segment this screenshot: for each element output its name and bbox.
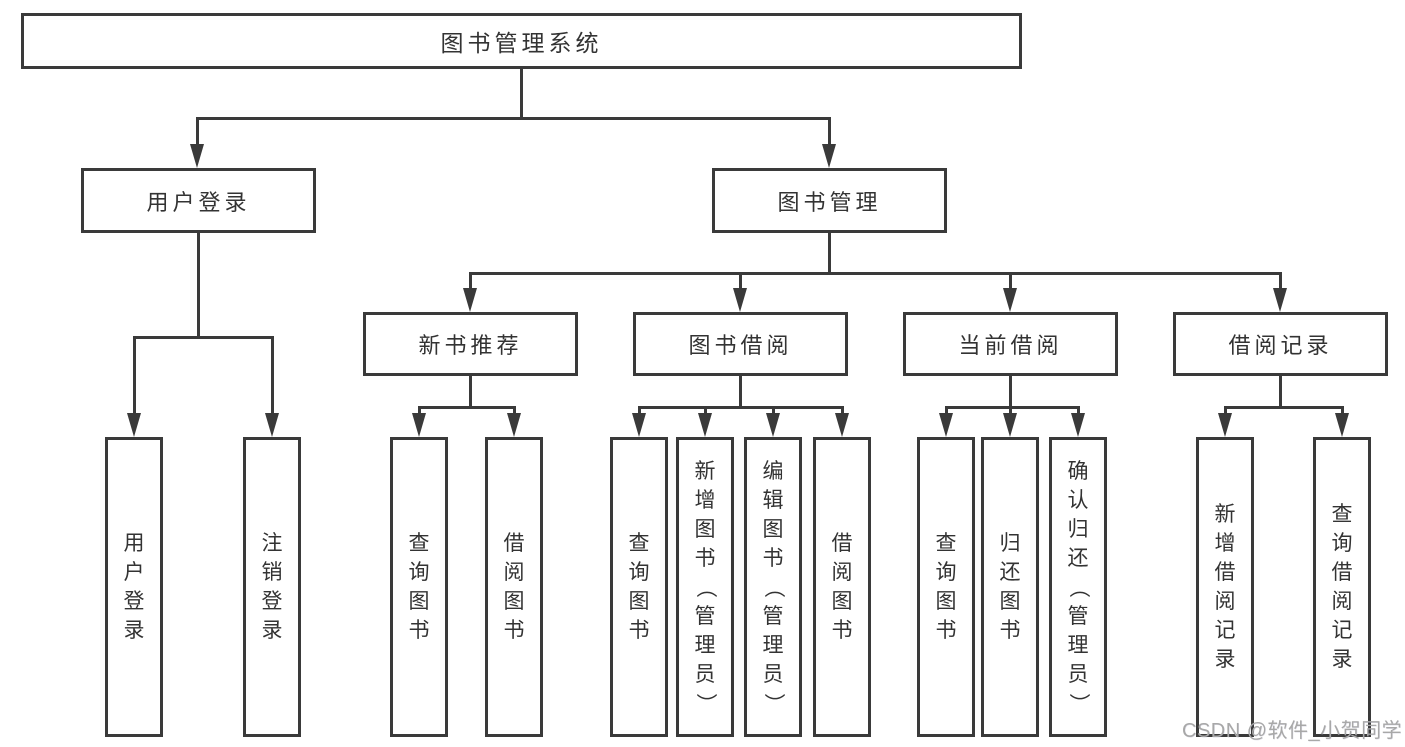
connector-arrowhead-icon: [1335, 413, 1349, 437]
connector-line: [132, 336, 136, 414]
leaf-borrow-borrow-books-label: 借阅图书: [831, 532, 853, 642]
connector-arrowhead-icon: [939, 413, 953, 437]
connector-arrowhead-icon: [412, 413, 426, 437]
connector-arrowhead-icon: [698, 413, 712, 437]
connector-line: [417, 406, 421, 415]
leaf-recommend-borrow-books: 借阅图书: [485, 437, 543, 737]
connector-line: [944, 406, 948, 415]
connector-line: [417, 406, 516, 409]
leaf-borrow-borrow-books: 借阅图书: [813, 437, 871, 737]
connector-line: [469, 376, 472, 407]
connector-line: [637, 406, 844, 409]
connector-arrowhead-icon: [1218, 413, 1232, 437]
connector-arrowhead-icon: [507, 413, 521, 437]
leaf-current-return-books: 归还图书: [981, 437, 1039, 737]
node-borrow-records-label: 借阅记录: [1228, 333, 1333, 358]
connector-arrowhead-icon: [190, 144, 204, 168]
connector-line: [944, 406, 1080, 409]
node-book-manage-label: 图书管理: [777, 189, 882, 215]
connector-line: [195, 117, 831, 120]
connector-line: [827, 117, 831, 146]
connector-line: [1223, 406, 1227, 415]
connector-line: [468, 272, 1282, 275]
node-user-login-label: 用户登录: [146, 189, 251, 215]
connector-line: [1008, 406, 1012, 415]
connector-arrowhead-icon: [127, 413, 141, 437]
connector-line: [637, 406, 641, 415]
connector-line: [1076, 406, 1080, 415]
leaf-current-confirm-return-admin: 确认归还（管理员）: [1049, 437, 1107, 737]
leaf-records-query-record-label: 查询借阅记录: [1331, 503, 1353, 671]
node-borrow-records: 借阅记录: [1173, 312, 1388, 376]
node-current-borrow: 当前借阅: [903, 312, 1118, 376]
connector-line: [512, 406, 516, 415]
connector-arrowhead-icon: [1003, 413, 1017, 437]
leaf-user-login-label: 用户登录: [123, 532, 145, 642]
node-root-label: 图书管理系统: [440, 30, 603, 56]
leaf-borrow-edit-books-admin-label: 编辑图书（管理员）: [761, 459, 785, 714]
leaf-recommend-query-books: 查询图书: [390, 437, 448, 737]
connector-line: [738, 272, 742, 290]
connector-arrowhead-icon: [265, 413, 279, 437]
leaf-current-query-books-label: 查询图书: [935, 532, 957, 642]
leaf-current-return-books-label: 归还图书: [999, 532, 1021, 642]
connector-arrowhead-icon: [1071, 413, 1085, 437]
connector-line: [739, 376, 742, 407]
connector-line: [1278, 272, 1282, 290]
node-new-book-recommend: 新书推荐: [363, 312, 578, 376]
connector-line: [132, 336, 274, 339]
connector-line: [827, 233, 831, 273]
connector-arrowhead-icon: [463, 288, 477, 312]
connector-arrowhead-icon: [632, 413, 646, 437]
connector-line: [1009, 376, 1012, 407]
connector-arrowhead-icon: [1273, 288, 1287, 312]
leaf-recommend-borrow-books-label: 借阅图书: [503, 532, 525, 642]
leaf-current-confirm-return-admin-label: 确认归还（管理员）: [1066, 459, 1090, 714]
connector-line: [196, 233, 200, 337]
leaf-records-add-record: 新增借阅记录: [1196, 437, 1254, 737]
leaf-recommend-query-books-label: 查询图书: [408, 532, 430, 642]
node-book-manage: 图书管理: [712, 168, 947, 233]
node-user-login: 用户登录: [81, 168, 316, 233]
connector-line: [840, 406, 844, 415]
csdn-watermark: CSDN @软件_小贺同学: [1182, 720, 1403, 742]
connector-line: [468, 272, 472, 290]
node-root: 图书管理系统: [21, 13, 1022, 69]
leaf-records-add-record-label: 新增借阅记录: [1214, 503, 1236, 671]
connector-line: [1340, 406, 1344, 415]
node-book-borrow: 图书借阅: [633, 312, 848, 376]
node-book-borrow-label: 图书借阅: [688, 333, 793, 358]
leaf-borrow-query-books-label: 查询图书: [628, 532, 650, 642]
leaf-logout: 注销登录: [243, 437, 301, 737]
connector-line: [519, 69, 523, 118]
node-new-book-recommend-label: 新书推荐: [418, 333, 523, 358]
connector-line: [1279, 376, 1282, 407]
connector-line: [195, 117, 199, 146]
leaf-borrow-query-books: 查询图书: [610, 437, 668, 737]
leaf-borrow-add-books-admin-label: 新增图书（管理员）: [693, 459, 717, 714]
leaf-user-login: 用户登录: [105, 437, 163, 737]
leaf-logout-label: 注销登录: [261, 532, 283, 642]
node-current-borrow-label: 当前借阅: [958, 333, 1063, 358]
connector-line: [703, 406, 707, 415]
leaf-current-query-books: 查询图书: [917, 437, 975, 737]
connector-line: [1223, 406, 1344, 409]
leaf-borrow-edit-books-admin: 编辑图书（管理员）: [744, 437, 802, 737]
connector-arrowhead-icon: [733, 288, 747, 312]
leaf-borrow-add-books-admin: 新增图书（管理员）: [676, 437, 734, 737]
connector-arrowhead-icon: [835, 413, 849, 437]
connector-arrowhead-icon: [822, 144, 836, 168]
connector-arrowhead-icon: [766, 413, 780, 437]
connector-arrowhead-icon: [1003, 288, 1017, 312]
connector-line: [1008, 272, 1012, 290]
leaf-records-query-record: 查询借阅记录: [1313, 437, 1371, 737]
connector-line: [270, 336, 274, 414]
connector-line: [771, 406, 775, 415]
